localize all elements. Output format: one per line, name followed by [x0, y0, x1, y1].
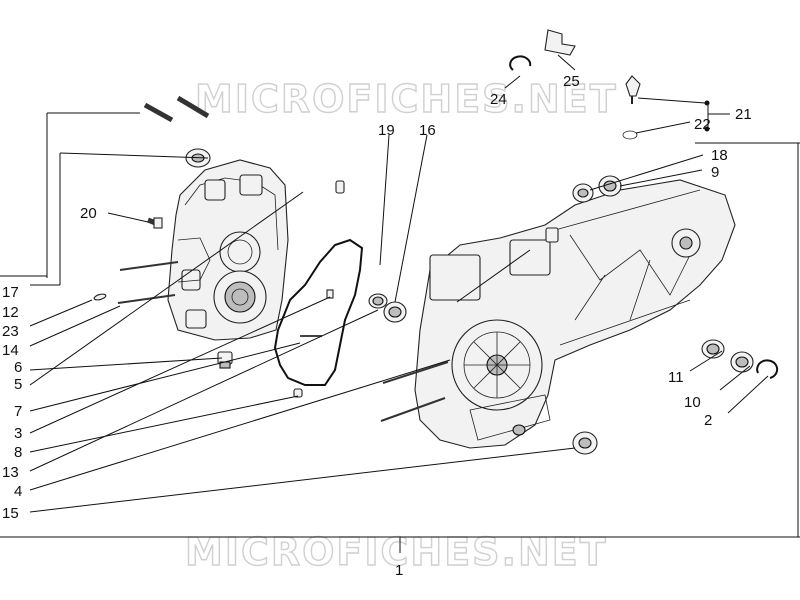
gasket-icon — [273, 238, 364, 386]
oil-seal-icon-19 — [368, 293, 388, 309]
dowel-pin-icon-small — [335, 180, 345, 194]
oil-dipstick-icon — [625, 75, 641, 104]
callout-13: 13 — [2, 464, 19, 481]
bearing-icon-18 — [572, 183, 594, 203]
callout-24: 24 — [490, 91, 507, 108]
callout-3: 3 — [14, 425, 22, 442]
left-crankcase-half-icon — [167, 159, 289, 341]
circlip-icon-24 — [509, 55, 532, 71]
callout-8: 8 — [14, 444, 22, 461]
dowel-pin-icon-mid — [326, 289, 334, 299]
callout-17: 17 — [2, 284, 19, 301]
junction-dot — [704, 126, 710, 132]
callout-14: 14 — [2, 342, 19, 359]
callout-4: 4 — [14, 483, 22, 500]
callout-12: 12 — [2, 304, 19, 321]
o-ring-icon — [622, 130, 638, 140]
drain-plug-icon — [217, 351, 233, 369]
oil-seal-icon-15 — [572, 431, 598, 455]
callout-6: 6 — [14, 359, 22, 376]
dowel-pin-icon-lower — [293, 388, 303, 398]
callout-19: 19 — [378, 122, 395, 139]
stud-bolt-icon-right — [380, 361, 449, 422]
callout-11: 11 — [668, 369, 684, 386]
leader-lines — [29, 54, 769, 513]
bearing-icon-10 — [730, 351, 754, 373]
watermark-top: MICROFICHES.NET — [195, 77, 618, 121]
circlip-icon — [756, 359, 779, 379]
oil-seal-icon-16 — [383, 301, 407, 323]
callout-5: 5 — [14, 376, 22, 393]
callout-20: 20 — [80, 205, 97, 222]
callout-15: 15 — [2, 505, 19, 522]
callout-7: 7 — [14, 403, 22, 420]
callout-1: 1 — [395, 562, 403, 579]
bracket-icon — [544, 29, 576, 56]
callout-16: 16 — [419, 122, 436, 139]
dowel-pin-icon-right — [545, 227, 559, 243]
screw-icon — [147, 217, 163, 229]
callout-2: 2 — [704, 412, 712, 429]
bearing-icon-11 — [701, 339, 725, 359]
callout-21: 21 — [735, 106, 752, 123]
callout-10: 10 — [684, 394, 701, 411]
stud-bolt-icon — [117, 95, 210, 304]
callout-23: 23 — [2, 323, 19, 340]
right-crankcase-half-icon — [414, 179, 736, 449]
dowel-pin-icon — [93, 293, 107, 301]
junction-dot — [704, 100, 710, 106]
callout-9: 9 — [711, 164, 719, 181]
callout-18: 18 — [711, 147, 728, 164]
callout-25: 25 — [563, 73, 580, 90]
